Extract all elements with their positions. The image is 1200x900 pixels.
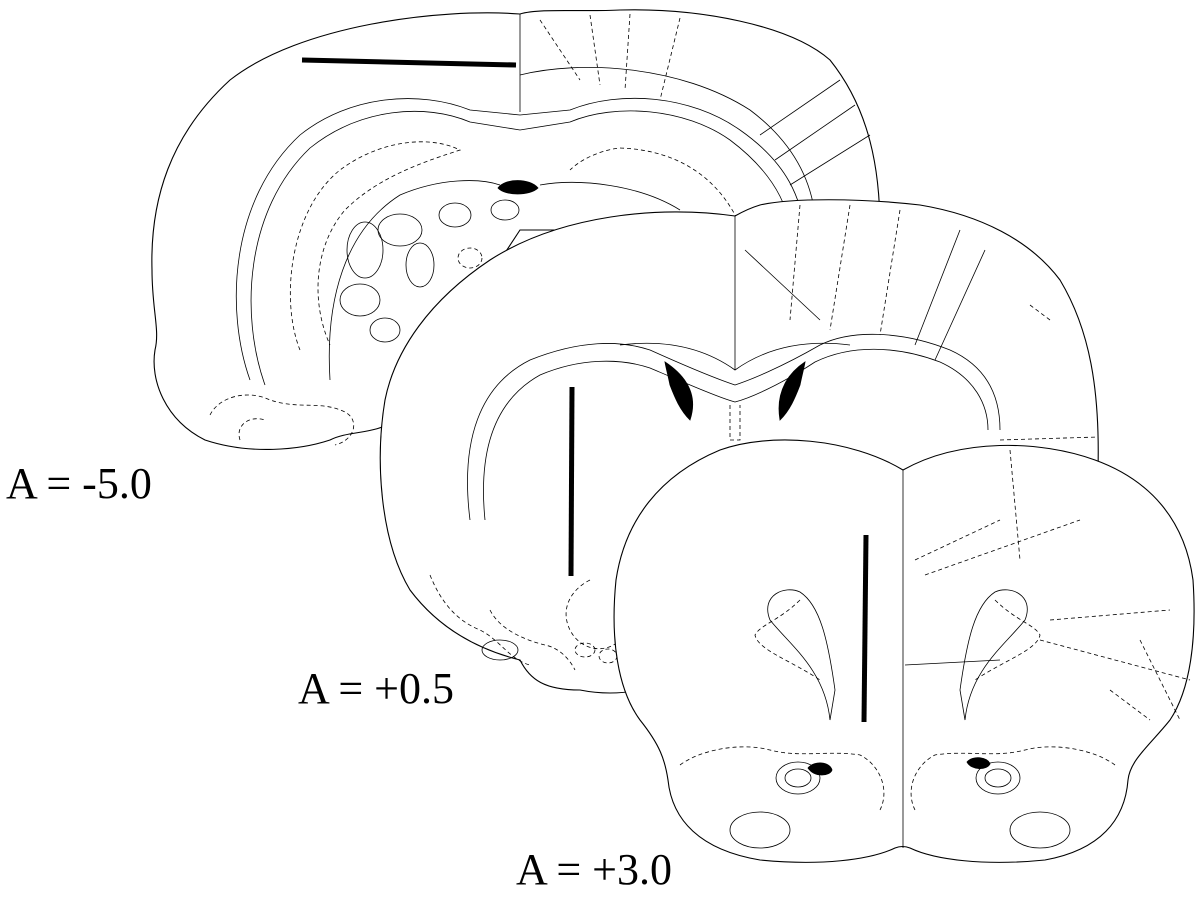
anterior-outline (613, 439, 1195, 863)
anterior-cortex-div-5 (904, 659, 1001, 666)
middle-cortex-div-7 (999, 436, 1099, 441)
posterior-nucleus-3 (339, 283, 381, 317)
anterior-ventral-right (1009, 811, 1071, 849)
anterior-bulb-left-inner (784, 768, 812, 788)
posterior-corpus-callosum (235, 97, 806, 381)
middle-striatum-left-2 (429, 574, 531, 666)
anterior-bulb-left (775, 761, 821, 795)
middle-cortex-div-5 (934, 249, 986, 361)
posterior-cortex-div-4 (659, 17, 681, 101)
anterior-cortex-div-1 (914, 519, 1001, 561)
posterior-cortex-div-1 (539, 19, 581, 81)
anterior-ventricle-left (767, 589, 836, 721)
middle-electrode-track (568, 386, 575, 577)
middle-cingulum (619, 342, 851, 371)
middle-septum (729, 405, 741, 441)
middle-corpus-inner (483, 348, 989, 521)
posterior-ventral-lobe (209, 394, 355, 446)
posterior-nucleus-4 (405, 242, 435, 288)
anterior-cortex-div-4 (1049, 609, 1171, 621)
anterior-ventricle-right (959, 589, 1028, 721)
anterior-ventricle-right-d (974, 599, 1041, 681)
middle-cortex-div-3 (879, 209, 901, 336)
anterior-bulb-right-inner (984, 768, 1012, 788)
posterior-nucleus-2 (377, 213, 423, 247)
middle-cortex-div-1 (789, 204, 801, 321)
posterior-inner-layer (250, 110, 791, 386)
posterior-electrode-track (301, 57, 517, 68)
section-anterior-drawing (613, 439, 1195, 863)
section-posterior-label: A = -5.0 (6, 459, 152, 508)
middle-nucleus-1 (481, 639, 519, 661)
anterior-lesion-right (966, 757, 991, 770)
posterior-cortex-div-3 (624, 13, 631, 91)
posterior-nucleus-1 (346, 221, 384, 279)
anterior-cortex-div-8 (1139, 639, 1181, 721)
anterior-ventral-left (729, 811, 791, 849)
posterior-nucleus-7 (369, 317, 401, 343)
middle-cortex-div-2 (829, 204, 851, 331)
anterior-olfactory-right (910, 746, 1116, 811)
posterior-cortex-div-5 (759, 79, 841, 136)
posterior-cortex-div-7 (789, 134, 871, 186)
anterior-ventricle-left-d (754, 599, 821, 681)
middle-cortex-div-4 (914, 229, 961, 346)
middle-ventricle-left (664, 361, 694, 421)
middle-cortex-div-6 (744, 249, 821, 321)
posterior-outline (151, 9, 881, 450)
middle-corpus-callosum (467, 333, 1001, 521)
section-posterior-drawing (151, 9, 881, 450)
anterior-olfactory-left (679, 746, 885, 811)
anterior-cortex-div-6 (1009, 449, 1021, 561)
posterior-cortex-div-2 (589, 14, 601, 86)
anterior-lesion-left (807, 762, 833, 776)
posterior-hippocampus-right (569, 147, 741, 226)
section-middle-label: A = +0.5 (298, 664, 454, 713)
middle-nucleus-2 (574, 642, 596, 658)
posterior-nucleus-8 (490, 199, 520, 221)
anterior-electrode-track (861, 534, 869, 723)
anterior-cortex-div-7 (1109, 689, 1151, 721)
anterior-bulb-right (975, 761, 1021, 795)
anterior-cortex-div-3 (1039, 639, 1191, 681)
posterior-thalamus (328, 180, 681, 381)
section-anterior-label: A = +3.0 (516, 845, 672, 894)
posterior-cortex-inner (519, 67, 816, 216)
posterior-nucleus-6 (457, 247, 483, 269)
posterior-hippocampus-left (289, 141, 462, 351)
posterior-cortex-div-6 (774, 104, 856, 161)
posterior-nucleus-5 (438, 202, 472, 228)
posterior-third-ventricle (497, 180, 539, 195)
middle-ventricle-right (778, 361, 806, 421)
